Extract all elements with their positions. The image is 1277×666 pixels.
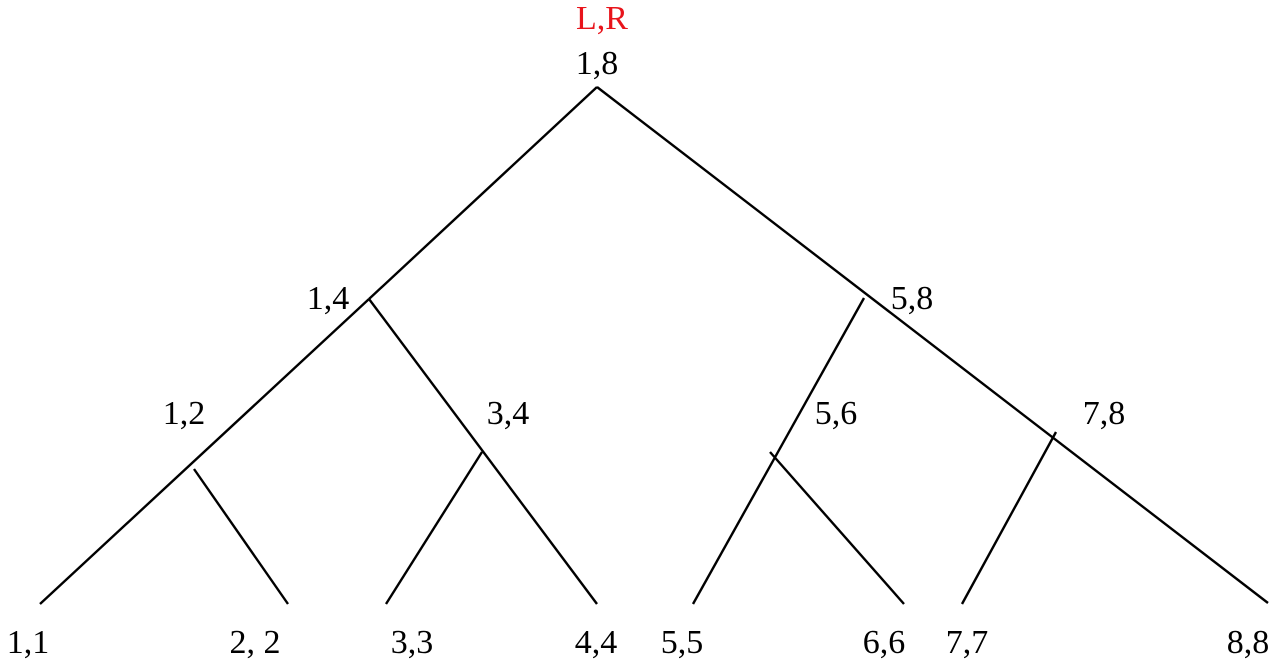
leaf-label-2: 2, 2: [230, 624, 281, 661]
leaf-node-labels: 1,1 2, 2 3,3 4,4 5,5 6,6 7,7 8,8: [7, 624, 1270, 661]
edge-1-4-to-1-1: [39, 298, 370, 605]
leaf-label-1: 1,1: [7, 624, 50, 661]
node-label-left: 1,4: [307, 280, 350, 317]
node-label-left-left: 1,2: [163, 395, 206, 432]
leaf-label-6: 6,6: [863, 624, 906, 661]
leaf-label-4: 4,4: [575, 624, 618, 661]
edge-root-to-5-8: [596, 86, 1269, 604]
edge-3-4-to-3-3: [384, 451, 484, 605]
leaf-label-8: 8,8: [1227, 624, 1270, 661]
edge-5-6-to-6-6: [769, 451, 905, 605]
leaf-label-3: 3,3: [391, 624, 434, 661]
node-label-right-right: 7,8: [1083, 395, 1126, 432]
tree-edges: [39, 86, 1269, 605]
edge-root-to-1-4: [368, 86, 598, 300]
node-label-right-left: 5,6: [815, 395, 858, 432]
edge-7-8-to-7-7: [960, 431, 1058, 605]
leaf-label-5: 5,5: [661, 624, 704, 661]
node-label-left-right: 3,4: [487, 395, 530, 432]
edge-1-2-to-2-2: [193, 468, 289, 605]
leaf-label-7: 7,7: [946, 624, 989, 661]
internal-node-labels: 1,8 1,4 5,8 1,2 3,4 5,6 7,8: [163, 45, 1126, 432]
edge-1-4-to-4-4: [368, 298, 598, 605]
node-label-root: 1,8: [576, 45, 619, 82]
root-annotation: L,R: [576, 0, 628, 37]
edge-5-8-to-5-5: [691, 297, 866, 605]
node-label-right: 5,8: [891, 280, 934, 317]
